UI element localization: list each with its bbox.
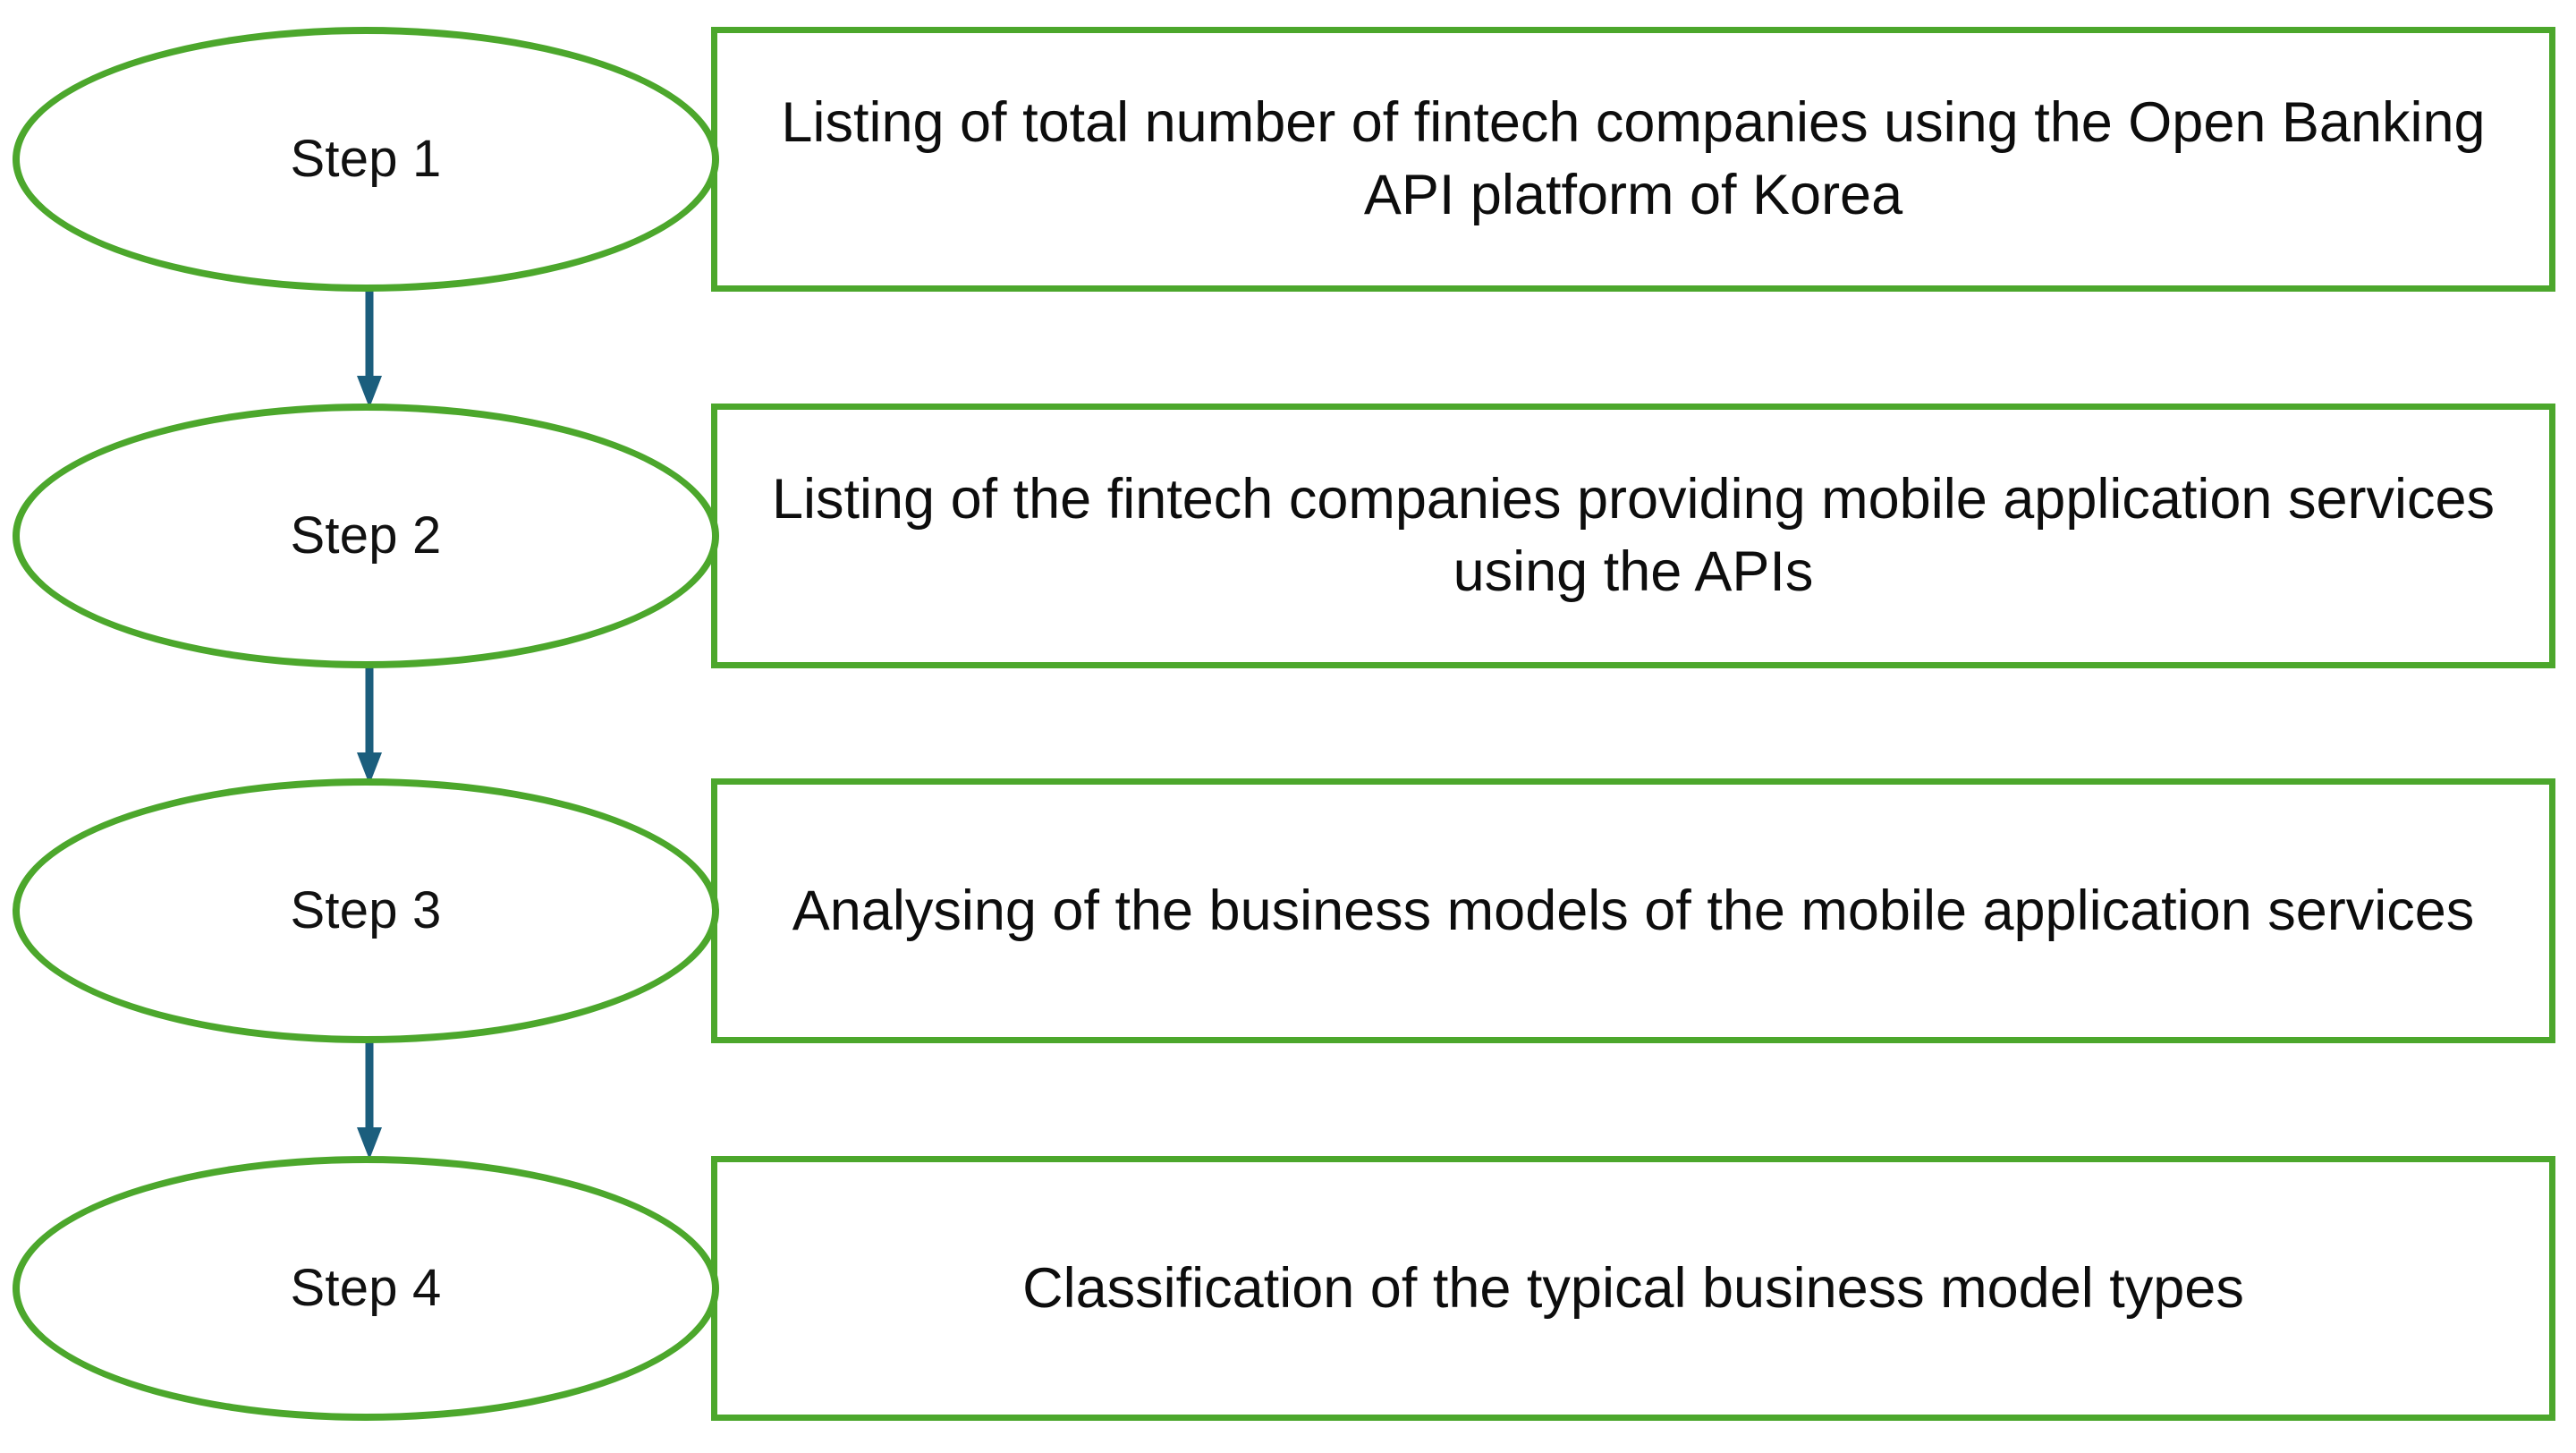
- step-node-2[interactable]: Step 2: [13, 404, 719, 668]
- step-node-2-label: Step 2: [290, 506, 442, 565]
- step-description-1-text: Listing of total number of fintech compa…: [781, 91, 2486, 226]
- step-node-1-label: Step 1: [290, 130, 442, 188]
- step-description-box-2[interactable]: Listing of the fintech companies providi…: [711, 404, 2555, 668]
- connector-arrow-2-3: [356, 665, 383, 786]
- flow-row-3: Step 3 Analysing of the business models …: [0, 778, 2576, 1043]
- step-node-1[interactable]: Step 1: [13, 27, 719, 292]
- step-description-2-text: Listing of the fintech companies providi…: [771, 468, 2496, 603]
- down-arrow-icon: [357, 1040, 382, 1160]
- step-description-4-text: Classification of the typical business m…: [1022, 1256, 2244, 1320]
- flow-row-2: Step 2 Listing of the fintech companies …: [0, 404, 2576, 668]
- step-node-3-label: Step 3: [290, 881, 442, 939]
- step-node-3[interactable]: Step 3: [13, 778, 719, 1043]
- connector-arrow-3-4: [356, 1040, 383, 1161]
- flow-row-1: Step 1 Listing of total number of fintec…: [0, 27, 2576, 292]
- flow-row-4: Step 4 Classification of the typical bus…: [0, 1156, 2576, 1421]
- step-description-box-4[interactable]: Classification of the typical business m…: [711, 1156, 2555, 1421]
- step-description-box-3[interactable]: Analysing of the business models of the …: [711, 778, 2555, 1043]
- down-arrow-icon: [357, 288, 382, 408]
- down-arrow-icon: [357, 665, 382, 785]
- step-description-box-1[interactable]: Listing of total number of fintech compa…: [711, 27, 2555, 292]
- connector-arrow-1-2: [356, 288, 383, 410]
- step-node-4[interactable]: Step 4: [13, 1156, 719, 1421]
- step-description-3-text: Analysing of the business models of the …: [792, 879, 2475, 942]
- step-node-4-label: Step 4: [290, 1259, 442, 1317]
